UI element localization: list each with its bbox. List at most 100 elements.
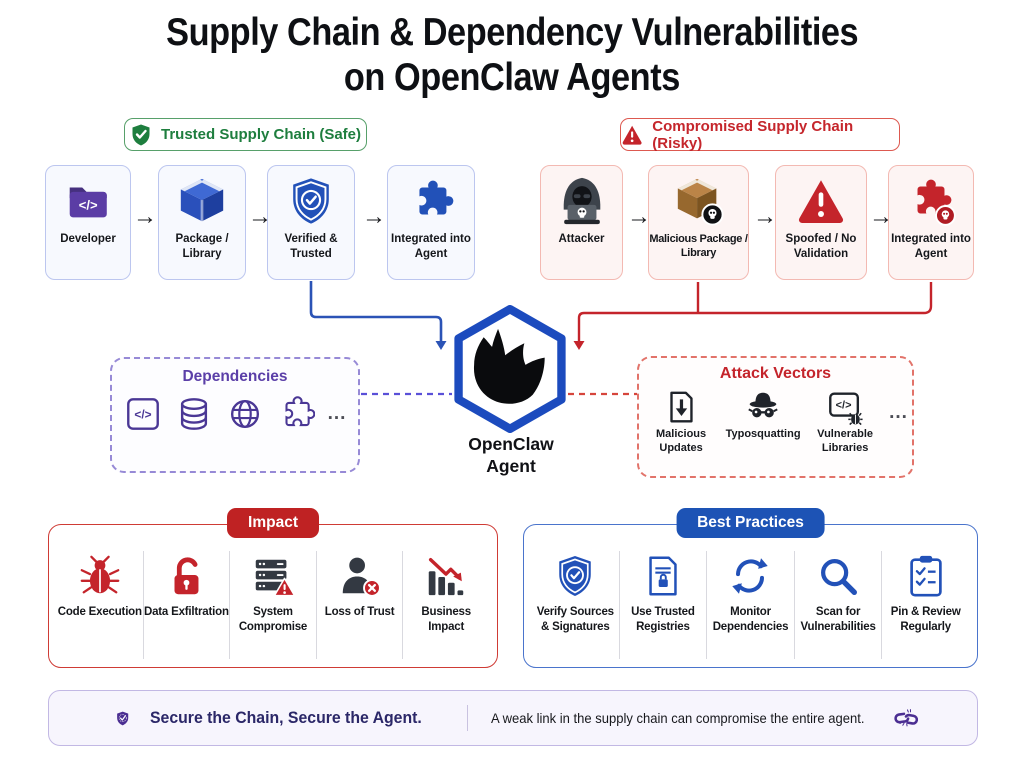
code-bug-icon: </>: [829, 392, 863, 426]
attack-vectors-title: Attack Vectors: [719, 365, 832, 382]
impact-item-label: System Compromise: [238, 606, 308, 633]
badge-compromised-supply-chain: Compromised Supply Chain (Risky): [620, 117, 900, 152]
green-shield-check-icon: [132, 124, 150, 146]
dependencies-ellipsis: ...: [327, 403, 347, 424]
open-lock-icon: [174, 557, 199, 595]
database-icon: [180, 398, 207, 430]
impact-items: Code Execution Data Exfiltration: [49, 551, 497, 659]
best-practice-item: Monitor Dependencies: [707, 551, 795, 659]
refresh-icon: [732, 558, 769, 594]
openclaw-logo: [454, 305, 566, 433]
clipboard-check-icon: [909, 555, 942, 597]
best-practice-label: Pin & Review Regularly: [890, 606, 961, 633]
folder-code-icon: </>: [69, 187, 107, 218]
doc-lock-icon: [649, 556, 677, 596]
page-title-line1: Supply Chain & Dependency Vulnerabilitie…: [165, 11, 859, 54]
attack-vector-item: </> Vulnerable Libraries: [807, 388, 883, 456]
agent-label-line2: Agent: [486, 456, 536, 477]
impact-item: Code Execution: [57, 551, 144, 659]
badge-trusted-supply-chain: Trusted Supply Chain (Safe): [124, 118, 367, 151]
attack-vector-label: Vulnerable Libraries: [817, 428, 873, 454]
impact-item: System Compromise: [230, 551, 317, 659]
broken-chain-icon: [893, 709, 918, 727]
flow-arrow-icon: →: [869, 203, 893, 230]
node-integrated-safe: Integrated into Agent: [387, 165, 475, 280]
download-doc-icon: [670, 391, 693, 423]
warning-triangle-icon: [798, 180, 844, 223]
flow-arrow-icon: →: [627, 203, 651, 230]
best-practices-panel: Best Practices Verify Sources & Signatur…: [523, 508, 978, 668]
attack-vector-item: Malicious Updates: [643, 388, 719, 456]
package-icon: [180, 178, 224, 222]
skull-puzzle-icon: [917, 179, 956, 226]
best-practice-label: Verify Sources & Signatures: [536, 606, 614, 633]
person-x-icon: [342, 557, 381, 597]
globe-icon: [230, 399, 259, 429]
shield-check-icon: [293, 178, 329, 224]
attack-vector-label: Typosquatting: [725, 428, 801, 440]
impact-item-label: Data Exfiltration: [143, 606, 229, 618]
best-practice-label: Use Trusted Registries: [631, 606, 695, 633]
purple-shield-check-icon: [117, 711, 129, 725]
best-practice-item: Verify Sources & Signatures: [532, 551, 620, 659]
footer-headline: Secure the Chain, Secure the Agent.: [150, 708, 423, 727]
node-label: Integrated into Agent: [391, 233, 471, 260]
impact-item: Data Exfiltration: [144, 551, 231, 659]
shield-check-icon: [559, 555, 592, 597]
dependencies-title: Dependencies: [182, 368, 288, 385]
flow-arrow-icon: →: [753, 203, 777, 230]
node-package-library: Package / Library: [158, 165, 246, 280]
puzzle-icon: [419, 180, 454, 215]
agent-label-line1: OpenClaw: [468, 434, 554, 454]
node-malicious-package: Malicious Package / Library: [648, 165, 749, 280]
page-title-line2: on OpenClaw Agents: [344, 56, 680, 100]
node-attacker: Attacker: [540, 165, 623, 280]
svg-text:</>: </>: [836, 400, 852, 412]
best-practice-item: Scan for Vulnerabilities: [795, 551, 883, 659]
footer-banner: Secure the Chain, Secure the Agent. A we…: [48, 690, 978, 746]
dependencies-panel: Dependencies </> ...: [110, 357, 360, 473]
declining-chart-icon: [428, 557, 464, 596]
node-label: Malicious Package / Library: [649, 233, 748, 260]
svg-text:</>: </>: [134, 407, 151, 421]
best-practice-item: Pin & Review Regularly: [882, 551, 969, 659]
flow-arrow-icon: →: [133, 203, 157, 230]
magnifier-icon: [821, 559, 858, 595]
node-label: Developer: [60, 233, 116, 245]
server-warning-icon: [255, 559, 296, 597]
impact-item-label: Loss of Trust: [324, 606, 395, 618]
best-practices-pill: Best Practices: [676, 508, 825, 538]
hacker-icon: [563, 177, 600, 225]
badge-compromised-label: Compromised Supply Chain (Risky): [652, 117, 854, 152]
svg-text:</>: </>: [79, 197, 98, 212]
node-label: Spoofed / No Validation: [785, 233, 857, 260]
dependencies-icons: </> ...: [112, 395, 358, 433]
agent-label: OpenClaw Agent: [430, 433, 592, 478]
skull-package-icon: [677, 178, 724, 226]
attack-vectors-ellipsis: ...: [889, 402, 908, 423]
attack-vector-label: Malicious Updates: [656, 428, 707, 454]
node-spoofed: Spoofed / No Validation: [775, 165, 867, 280]
node-label: Attacker: [558, 233, 605, 245]
code-square-icon: </>: [126, 398, 159, 430]
attack-vector-item: Typosquatting: [725, 388, 801, 442]
red-warning-icon: [622, 125, 642, 145]
impact-item: Loss of Trust: [317, 551, 404, 659]
node-verified-trusted: Verified & Trusted: [267, 165, 355, 280]
impact-panel: Impact Code Execution: [48, 508, 498, 668]
best-practice-item: Use Trusted Registries: [620, 551, 708, 659]
node-integrated-risky: Integrated into Agent: [888, 165, 974, 280]
attack-vectors-panel: Attack Vectors Malicious Updates: [637, 356, 914, 478]
flow-arrow-icon: →: [248, 203, 272, 230]
spy-icon: [748, 392, 778, 418]
bug-icon: [80, 555, 120, 594]
page-title: Supply Chain & Dependency Vulnerabilitie…: [0, 10, 1024, 100]
impact-item: Business Impact: [403, 551, 489, 659]
impact-item-label: Code Execution: [57, 606, 142, 618]
puzzle-outline-icon: [285, 396, 315, 427]
node-label: Package / Library: [175, 233, 229, 260]
best-practices-items: Verify Sources & Signatures Use Trusted …: [524, 551, 977, 659]
node-developer: </> Developer: [45, 165, 131, 280]
footer-note: A weak link in the supply chain can comp…: [491, 710, 865, 726]
